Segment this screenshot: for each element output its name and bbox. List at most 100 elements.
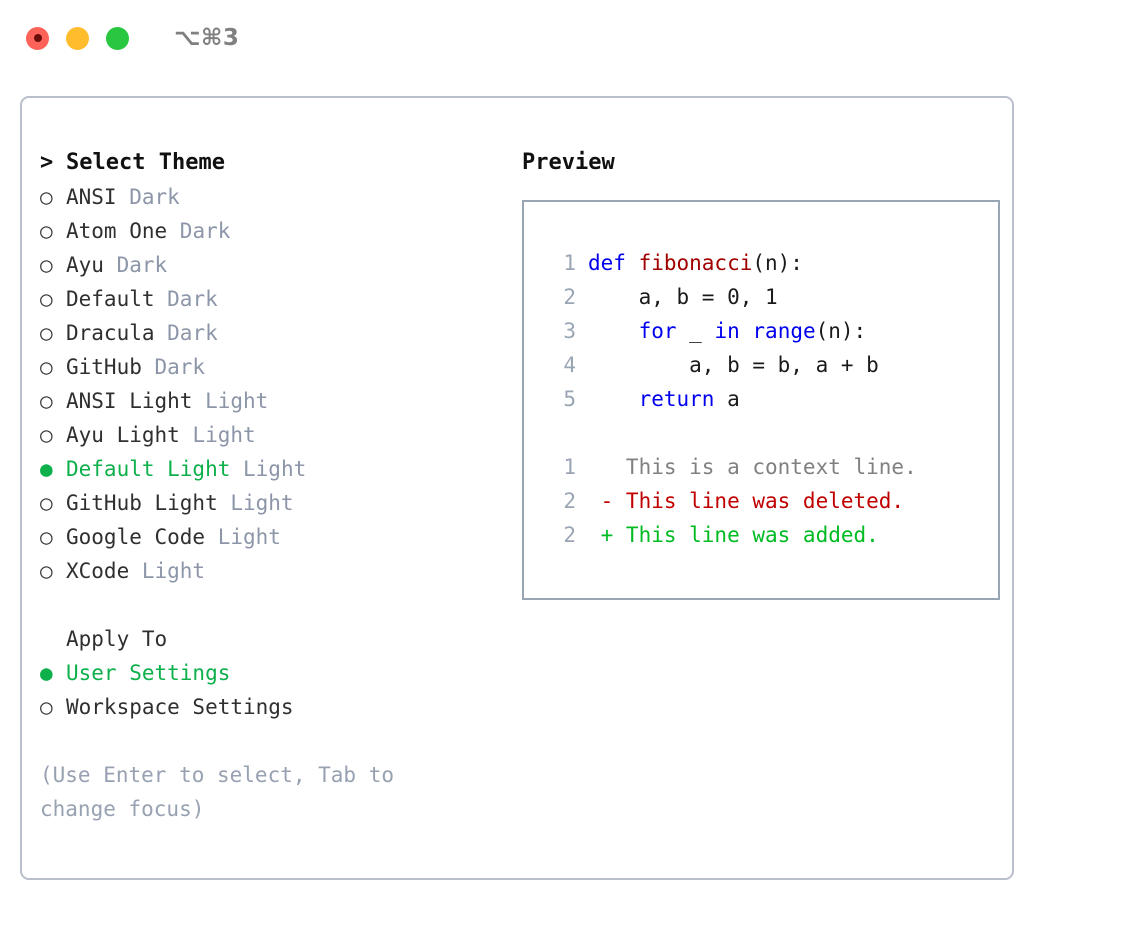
code-text: def fibonacci(n):: [588, 246, 803, 280]
code-text: - This line was deleted.: [588, 484, 904, 518]
diff-line: 2 + This line was added.: [542, 518, 998, 552]
theme-option-7[interactable]: ○Ayu Light Light: [40, 418, 510, 452]
apply-option-label: Workspace Settings: [66, 695, 294, 719]
theme-option-label: Default Light: [66, 457, 231, 481]
radio-unselected-icon: ○: [40, 287, 53, 311]
window-controls: [26, 26, 129, 50]
theme-list[interactable]: ○ANSI Dark○Atom One Dark○Ayu Dark○Defaul…: [40, 180, 510, 588]
token-txt: [588, 387, 639, 411]
theme-option-label: XCode: [66, 559, 130, 583]
theme-variant-tag: Light: [129, 559, 206, 583]
token-txt: _: [676, 319, 715, 343]
theme-variant-tag: Light: [230, 457, 307, 481]
token-txt: (n):: [815, 319, 867, 343]
token-kw: return: [638, 387, 715, 411]
code-line: 5 return a: [542, 382, 998, 416]
theme-selection-column: > Select Theme ○ANSI Dark○Atom One Dark○…: [40, 146, 510, 826]
keyboard-hint-text: (Use Enter to select, Tab to change focu…: [40, 763, 407, 821]
token-ctx: This is a context line.: [588, 455, 917, 479]
line-number: 4: [563, 353, 576, 377]
theme-variant-tag: Light: [205, 525, 281, 549]
line-number: 2: [563, 489, 576, 513]
radio-unselected-icon: ○: [40, 253, 53, 277]
token-kw: def: [588, 251, 639, 275]
code-text: This is a context line.: [588, 450, 917, 484]
code-text: + This line was added.: [588, 518, 879, 552]
token-txt: [740, 319, 753, 343]
token-add: + This line was added.: [588, 523, 879, 547]
code-line: 1 def fibonacci(n):: [542, 246, 998, 280]
theme-variant-tag: Dark: [116, 185, 180, 209]
code-text: a, b = b, a + b: [588, 348, 879, 382]
keyboard-shortcut-label: ⌥⌘3: [174, 25, 240, 51]
token-txt: a, b = 0, 1: [588, 285, 778, 309]
heading-indent-spacer: ○: [40, 622, 66, 656]
theme-option-11[interactable]: ○ XCode Light: [40, 554, 510, 588]
theme-variant-tag: Dark: [154, 321, 218, 345]
token-kw: in: [714, 319, 740, 343]
token-fn: fibonacci: [638, 251, 753, 275]
line-number: 1: [563, 251, 576, 275]
theme-option-6[interactable]: ○ ANSI Light Light: [40, 384, 510, 418]
apply-to-label: Apply To: [66, 627, 168, 651]
radio-selected-icon: ●: [40, 661, 53, 685]
theme-option-3[interactable]: ○ Default Dark: [40, 282, 510, 316]
token-txt: a, b = b, a + b: [588, 353, 879, 377]
radio-unselected-icon: ○: [40, 559, 53, 583]
radio-unselected-icon: ○: [40, 695, 53, 719]
theme-option-label: GitHub Light: [66, 491, 218, 515]
title-bar: ⌥⌘3: [0, 0, 1140, 76]
theme-option-9[interactable]: ○ GitHub Light Light: [40, 486, 510, 520]
theme-variant-tag: Dark: [154, 287, 218, 311]
theme-variant-tag: Dark: [141, 355, 206, 379]
radio-unselected-icon: ○: [40, 423, 53, 447]
token-txt: a: [714, 387, 740, 411]
line-number: 2: [563, 285, 576, 309]
radio-unselected-icon: ○: [40, 491, 53, 515]
theme-variant-tag: Dark: [167, 219, 231, 243]
apply-option-1[interactable]: ○ Workspace Settings: [40, 690, 510, 724]
maximize-button[interactable]: [106, 26, 129, 50]
token-txt: (n):: [752, 251, 803, 275]
theme-option-1[interactable]: ○Atom One Dark: [40, 214, 510, 248]
theme-variant-tag: Light: [217, 491, 294, 515]
theme-option-label: Default: [66, 287, 155, 311]
theme-option-10[interactable]: ○ Google Code Light: [40, 520, 510, 554]
select-theme-label: Select Theme: [66, 150, 225, 175]
theme-option-4[interactable]: ○ Dracula Dark: [40, 316, 510, 350]
apply-option-0[interactable]: ●User Settings: [40, 656, 510, 690]
apply-to-list[interactable]: ●User Settings ○ Workspace Settings: [40, 656, 510, 724]
theme-option-0[interactable]: ○ANSI Dark: [40, 180, 510, 214]
line-number: 5: [563, 387, 576, 411]
theme-option-label: ANSI Light: [66, 389, 193, 413]
theme-option-5[interactable]: ○GitHub Dark: [40, 350, 510, 384]
line-number: 3: [563, 319, 576, 343]
theme-option-label: ANSI: [66, 185, 117, 209]
token-kw: for: [638, 319, 677, 343]
close-button[interactable]: [26, 26, 49, 50]
code-line: 2 a, b = 0, 1: [542, 280, 998, 314]
diff-sample: 1 This is a context line.2 - This line w…: [542, 450, 998, 552]
code-text: a, b = 0, 1: [588, 280, 778, 314]
theme-variant-tag: Light: [192, 389, 269, 413]
theme-option-label: Dracula: [66, 321, 155, 345]
radio-unselected-icon: ○: [40, 321, 53, 345]
radio-unselected-icon: ○: [40, 389, 53, 413]
theme-option-label: Atom One: [66, 219, 168, 243]
code-line: 4 a, b = b, a + b: [542, 348, 998, 382]
minimize-button[interactable]: [66, 26, 89, 50]
theme-option-label: Ayu: [66, 253, 104, 277]
code-text: return a: [588, 382, 740, 416]
theme-option-label: Ayu Light: [66, 423, 180, 447]
radio-unselected-icon: ○: [40, 525, 53, 549]
apply-to-heading: ○ Apply To: [40, 622, 510, 656]
line-number: 2: [563, 523, 576, 547]
theme-option-2[interactable]: ○Ayu Dark: [40, 248, 510, 282]
theme-option-label: Google Code: [66, 525, 206, 549]
code-line: 3 for _ in range(n):: [542, 314, 998, 348]
theme-option-8[interactable]: ●Default Light Light: [40, 452, 510, 486]
theme-option-label: GitHub: [66, 355, 142, 379]
